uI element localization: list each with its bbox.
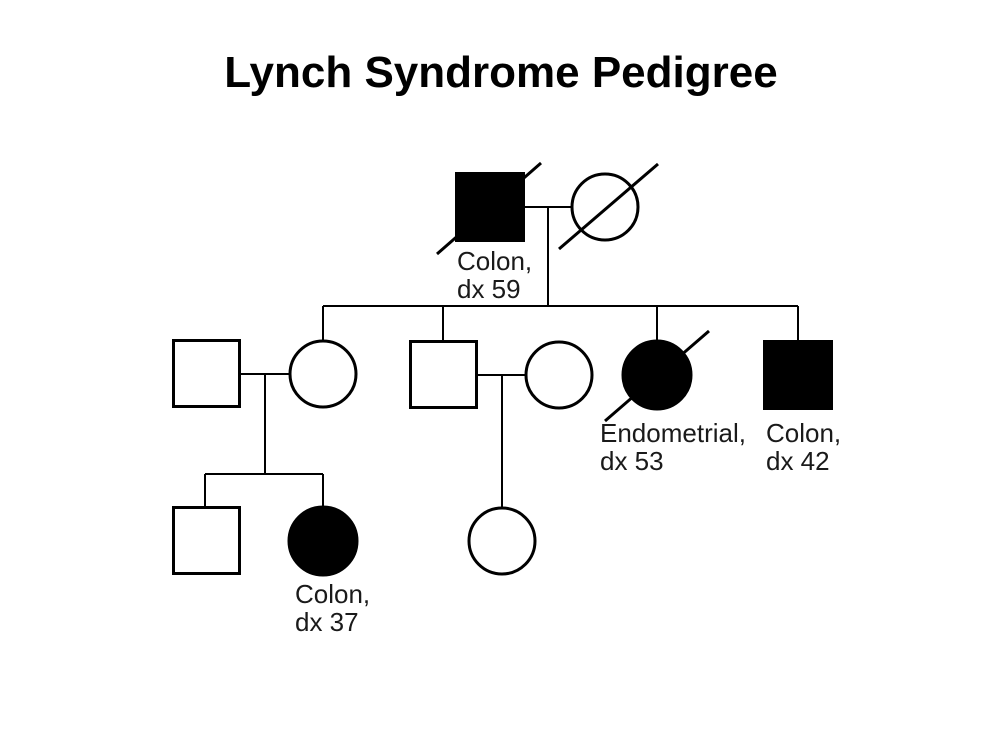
female-unaffected-symbol (467, 506, 537, 576)
individual-label: dx 37 (295, 607, 359, 637)
individual-label: Colon, (295, 579, 370, 609)
male-unaffected-symbol (409, 340, 478, 409)
relationship-lines (204, 206, 799, 509)
page-title: Lynch Syndrome Pedigree (224, 48, 777, 97)
deceased-slash-icon (604, 329, 710, 423)
individual-II-1 (172, 339, 241, 408)
individual-II-5: Endometrial, dx 53 (600, 329, 746, 476)
deceased-slash-icon (558, 162, 659, 251)
individual-I-1: Colon, dx 59 (436, 161, 542, 304)
individual-I-2 (558, 162, 659, 251)
individual-II-3 (409, 340, 478, 409)
male-affected-symbol (763, 340, 833, 410)
individual-label: Endometrial, (600, 418, 746, 448)
individual-label: dx 42 (766, 446, 830, 476)
male-unaffected-symbol (172, 506, 241, 575)
individual-III-1 (172, 506, 241, 575)
individual-II-2 (288, 339, 358, 409)
male-unaffected-symbol (172, 339, 241, 408)
individual-II-6: Colon, dx 42 (763, 340, 841, 476)
female-affected-symbol (287, 505, 359, 577)
female-unaffected-symbol (288, 339, 358, 409)
individual-label: dx 53 (600, 446, 664, 476)
individual-II-4 (524, 340, 594, 410)
individual-label: Colon, (766, 418, 841, 448)
individual-III-3 (467, 506, 537, 576)
deceased-slash-icon (436, 161, 542, 256)
individual-label: Colon, (457, 246, 532, 276)
individual-III-2: Colon, dx 37 (287, 505, 370, 637)
female-unaffected-symbol (524, 340, 594, 410)
individual-label: dx 59 (457, 274, 521, 304)
